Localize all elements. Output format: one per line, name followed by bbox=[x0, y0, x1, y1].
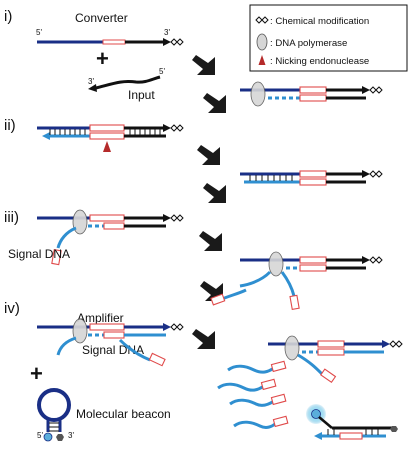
process-arrow-3 bbox=[197, 145, 220, 165]
signal-dna-strand-1 bbox=[56, 226, 77, 249]
legend-text-nicking-endonuclease: : Nicking endonuclease bbox=[270, 56, 369, 67]
step-i-label: i) bbox=[4, 8, 12, 25]
quencher-active-icon bbox=[390, 426, 398, 432]
process-arrow-2 bbox=[203, 93, 226, 113]
fluorophore-active-icon bbox=[311, 409, 321, 419]
input-three-prime-label: 3' bbox=[88, 77, 94, 86]
step-iii-label: iii) bbox=[4, 209, 19, 226]
legend-item-nicking-endonuclease: : Nicking endonuclease bbox=[258, 55, 369, 67]
molecular-beacon bbox=[37, 388, 71, 442]
fluorophore-icon bbox=[43, 432, 53, 442]
converter-arrowhead bbox=[163, 38, 171, 46]
step-iv: iv) Amplifier Signal DNA + 5' 3' bbox=[4, 300, 184, 442]
converter-five-prime-label: 5' bbox=[36, 28, 42, 37]
amplifier-label: Amplifier bbox=[77, 311, 124, 325]
legend-item-chemical-modification: : Chemical modification bbox=[255, 16, 369, 27]
converter-chemical-modification-icon bbox=[170, 38, 184, 46]
legend-text-chemical-modification: : Chemical modification bbox=[270, 16, 369, 27]
right-duplex-4 bbox=[268, 335, 403, 384]
step-iv-chemical-modification-icon bbox=[170, 323, 184, 331]
right-duplex-3 bbox=[210, 251, 383, 311]
polymerase-icon-step-iii bbox=[72, 209, 88, 235]
nicking-endonuclease-icon bbox=[258, 55, 266, 65]
right-duplex-2 bbox=[240, 170, 383, 186]
step-iii: iii) Signal DNA bbox=[4, 209, 184, 266]
free-signal-dna-group bbox=[217, 360, 289, 429]
molecular-beacon-label: Molecular beacon bbox=[76, 407, 171, 421]
quencher-icon bbox=[56, 434, 64, 441]
right-duplex-1 bbox=[240, 81, 383, 107]
plus-sign-2: + bbox=[30, 361, 43, 386]
step-iv-label: iv) bbox=[4, 300, 20, 317]
plus-sign-1: + bbox=[96, 46, 109, 71]
step-i: i) Converter 5' 3' + 3' 5' Input bbox=[4, 8, 184, 102]
nicking-site-icon bbox=[103, 141, 111, 152]
converter-label: Converter bbox=[75, 11, 128, 25]
input-arrowhead bbox=[88, 84, 97, 92]
legend: : Chemical modification : DNA polymerase… bbox=[249, 4, 408, 72]
right-column-progression bbox=[192, 55, 403, 440]
process-arrow-4 bbox=[203, 183, 226, 203]
dna-polymerase-icon bbox=[256, 33, 268, 51]
process-arrow-5 bbox=[199, 231, 222, 251]
legend-text-dna-polymerase: : DNA polymerase bbox=[270, 38, 347, 49]
legend-item-dna-polymerase: : DNA polymerase bbox=[256, 33, 347, 51]
signal-dna-label-1: Signal DNA bbox=[8, 247, 70, 261]
input-strand bbox=[95, 75, 161, 90]
polymerase-icon-step-iv bbox=[72, 318, 88, 344]
process-arrow-7 bbox=[192, 329, 215, 349]
opened-beacon bbox=[306, 404, 398, 440]
input-five-prime-label: 5' bbox=[159, 67, 165, 76]
step-ii-chemical-modification-icon bbox=[170, 124, 184, 132]
step-ii-label: ii) bbox=[4, 117, 16, 134]
beacon-three-prime-label: 3' bbox=[68, 431, 74, 440]
converter-three-prime-label: 3' bbox=[164, 28, 170, 37]
beacon-five-prime-label: 5' bbox=[37, 431, 43, 440]
step-ii: ii) bbox=[4, 117, 184, 152]
legend-box bbox=[249, 4, 408, 72]
process-arrow-1 bbox=[192, 55, 215, 75]
input-label: Input bbox=[128, 88, 155, 102]
signal-dna-label-2: Signal DNA bbox=[82, 343, 144, 357]
step-iii-chemical-modification-icon bbox=[170, 214, 184, 222]
